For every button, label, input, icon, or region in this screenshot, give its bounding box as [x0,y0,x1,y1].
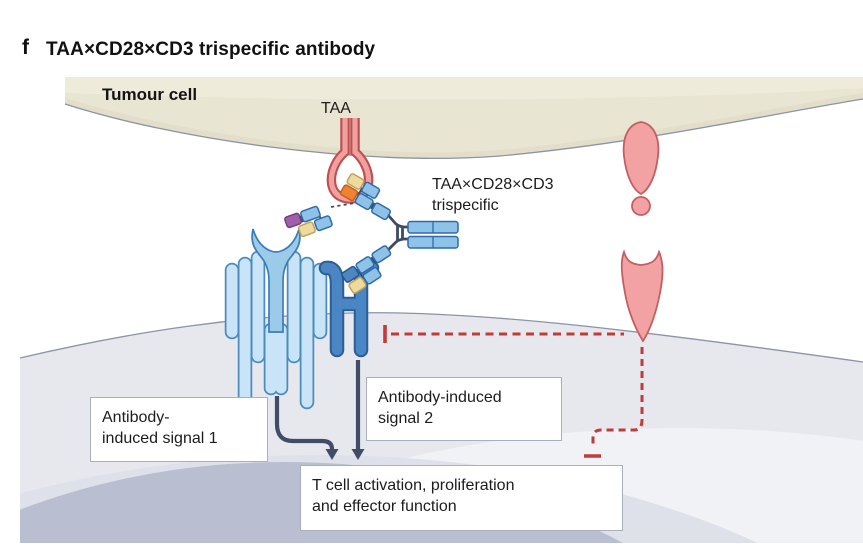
tumour-cell-label: Tumour cell [102,85,198,104]
hinge [386,214,409,251]
outcome-line2: and effector function [312,498,457,515]
signal2-line1: Antibody-induced [378,389,502,406]
tcr-fork [251,228,301,333]
anti-cd3-domain [284,212,303,229]
ligand-teardrop [622,121,660,196]
inhibition-line-cd28 [383,325,624,343]
panel-label: f [22,36,29,59]
inhibitory-receptor [620,249,664,343]
tumour-cell [64,77,863,160]
receptor-chalice [620,249,664,343]
tumour-cell-shading [65,93,863,159]
tumour-membrane-line [64,98,863,160]
ligand-ball [631,196,651,216]
dashed-line-to-activation [591,347,644,447]
fc-region [407,220,459,249]
inhibition-line-activation [584,347,644,458]
fab-arm-taa [339,173,391,221]
inhibitory-ligand [622,121,660,216]
signal1-line2: induced signal 1 [102,430,218,447]
tumour-cell-highlight [65,77,863,100]
trispecific-label: TAA×CD28×CD3 trispecific [432,174,554,216]
signal2-box: Antibody-induced signal 2 [366,377,562,441]
linker-dashed-line [330,199,374,208]
tcr-cd3-complex [224,228,328,410]
anti-taa-domain [339,184,359,202]
anti-cd28-domain [341,265,360,283]
signal2-arrow [351,360,365,460]
outcome-box: T cell activation, proliferation and eff… [300,465,623,531]
signal1-box: Antibody- induced signal 1 [90,397,268,462]
taa-label: TAA [321,100,351,117]
trispecific-label-line2: trispecific [432,197,499,214]
fab-arm-cd28 [341,245,392,294]
signal2-line2: signal 2 [378,410,434,427]
outcome-line1: T cell activation, proliferation [312,477,515,494]
signal1-arrow [274,396,339,460]
fab-arm-cd3 [284,205,333,238]
trispecific-label-line1: TAA×CD28×CD3 [432,176,554,193]
signal2-arrowhead [351,449,365,460]
trispecific-antibody [284,173,459,294]
signal1-arrowhead [325,449,339,460]
panel-title: TAA×CD28×CD3 trispecific antibody [46,39,376,60]
signal1-line [274,396,335,450]
signal1-line1: Antibody- [102,409,170,426]
